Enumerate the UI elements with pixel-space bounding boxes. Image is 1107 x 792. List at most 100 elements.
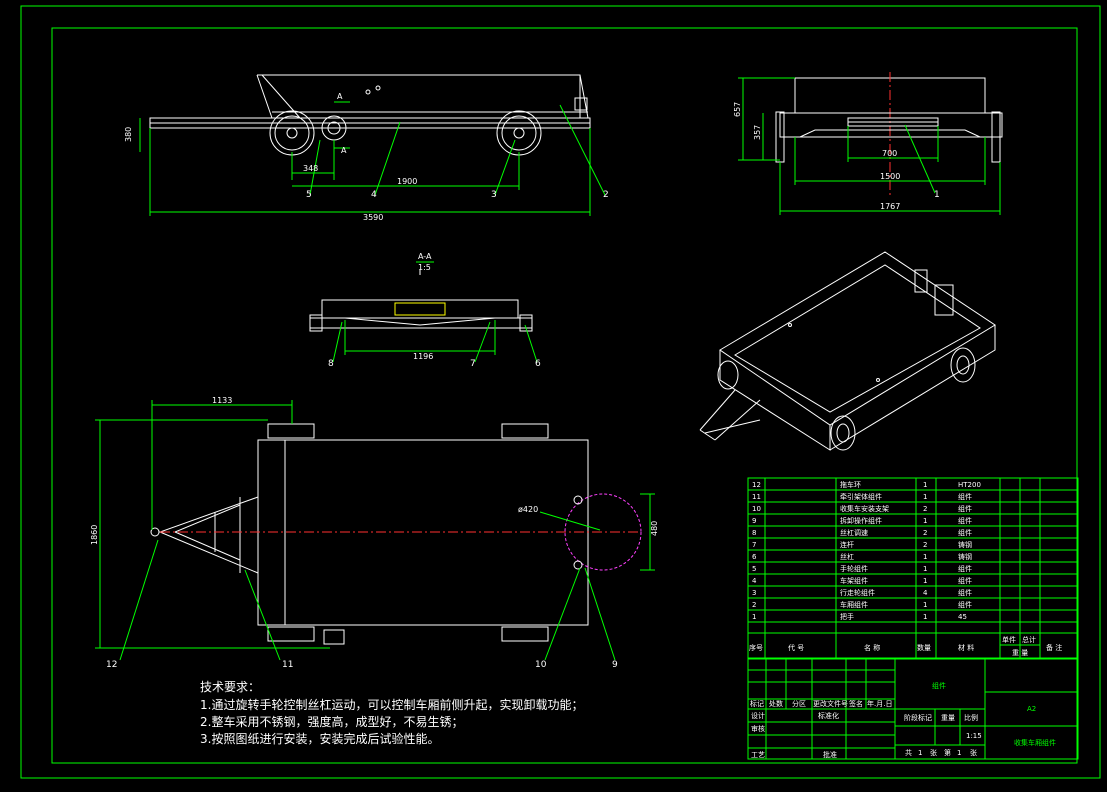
svg-text:2: 2: [923, 529, 927, 537]
svg-text:1: 1: [923, 553, 927, 561]
dim-1860: 1860: [90, 525, 99, 545]
bom-row-6: 6 丝杠 1 铸钢: [752, 552, 972, 561]
svg-text:序号: 序号: [749, 643, 763, 652]
svg-text:铸钢: 铸钢: [958, 552, 972, 561]
title-block: [747, 658, 1079, 760]
svg-text:1: 1: [923, 565, 927, 573]
svg-text:9: 9: [752, 517, 756, 525]
svg-text:组件: 组件: [958, 564, 972, 573]
svg-text:张: 张: [930, 748, 937, 757]
dim-1500: 1500: [880, 172, 900, 181]
svg-text:2: 2: [752, 601, 756, 609]
svg-text:标准化: 标准化: [818, 711, 839, 720]
bom-row-9: 9 拆卸操作组件 1 组件: [752, 516, 972, 525]
svg-text:张: 张: [970, 748, 977, 757]
svg-text:拖车环: 拖车环: [840, 480, 861, 489]
svg-text:阶段标记: 阶段标记: [904, 713, 932, 722]
svg-text:重 量: 重 量: [1012, 649, 1028, 657]
svg-text:3: 3: [752, 589, 756, 597]
bom-row-3: 3 行走轮组件 4 组件: [752, 588, 972, 597]
callout-3: 3: [491, 190, 497, 200]
svg-text:收集车安装支架: 收集车安装支架: [840, 504, 889, 513]
isometric-view: [699, 251, 996, 451]
stage-headers: 阶段标记 重量 比例: [904, 713, 978, 722]
section-mark-a-top: A: [337, 92, 343, 101]
svg-text:车架组件: 车架组件: [840, 576, 868, 585]
svg-text:行走轮组件: 行走轮组件: [840, 588, 875, 597]
sheet-info: 共 1 张 第 1 张: [905, 748, 977, 757]
svg-text:单件: 单件: [1002, 635, 1016, 644]
dim-700: 700: [882, 149, 897, 158]
svg-text:1: 1: [923, 577, 927, 585]
bom-row-2: 2 车厢组件 1 组件: [752, 600, 972, 609]
svg-text:1: 1: [923, 601, 927, 609]
callout-4: 4: [371, 190, 377, 200]
svg-text:2: 2: [923, 505, 927, 513]
svg-text:8: 8: [752, 529, 756, 537]
svg-text:批准: 批准: [823, 750, 837, 759]
dim-3590: 3590: [363, 213, 383, 222]
svg-text:拆卸操作组件: 拆卸操作组件: [840, 516, 882, 525]
callout-2: 2: [603, 190, 609, 200]
svg-text:车厢组件: 车厢组件: [840, 600, 868, 609]
svg-text:签名: 签名: [849, 699, 863, 708]
dim-357: 357: [753, 125, 762, 140]
svg-text:工艺: 工艺: [751, 751, 765, 759]
svg-text:4: 4: [923, 589, 928, 597]
svg-text:2: 2: [923, 541, 927, 549]
section-scale: 1:5: [418, 263, 431, 272]
svg-text:材 料: 材 料: [958, 643, 974, 652]
svg-text:组件: 组件: [958, 492, 972, 501]
svg-text:1: 1: [918, 749, 922, 757]
svg-text:设计: 设计: [751, 711, 765, 720]
bom-row-12: 12 拖车环 1 HT200: [752, 480, 981, 489]
assembly-label: 组件: [932, 681, 946, 690]
callout-7: 7: [470, 359, 476, 369]
svg-text:数量: 数量: [917, 643, 931, 652]
svg-text:手轮组件: 手轮组件: [840, 564, 868, 573]
svg-text:组件: 组件: [958, 516, 972, 525]
svg-text:1: 1: [923, 493, 927, 501]
dim-1133: 1133: [212, 396, 232, 405]
svg-text:比例: 比例: [964, 713, 978, 722]
svg-text:处数: 处数: [769, 699, 783, 708]
svg-text:5: 5: [752, 565, 756, 573]
tech-req-item-3: 3.按照图纸进行安装，安装完成后试验性能。: [200, 731, 439, 746]
svg-text:1: 1: [923, 613, 927, 621]
svg-text:7: 7: [752, 541, 756, 549]
dim-657: 657: [733, 102, 742, 117]
svg-text:备 注: 备 注: [1046, 643, 1062, 652]
svg-text:1: 1: [957, 749, 961, 757]
drawing-name: 收集车厢组件: [1014, 738, 1056, 747]
bom-row-10: 10 收集车安装支架 2 组件: [752, 504, 972, 513]
svg-text:12: 12: [752, 481, 761, 489]
sheet-size: A2: [1027, 705, 1036, 713]
bom-row-4: 4 车架组件 1 组件: [752, 576, 972, 585]
svg-text:把手: 把手: [840, 612, 854, 621]
svg-text:名 称: 名 称: [864, 643, 880, 652]
inner-frame: [51, 27, 1078, 764]
bom-header: 序号 代 号 名 称 数量 材 料 单件 总计 重 量 备 注: [749, 635, 1062, 657]
svg-text:45: 45: [958, 613, 967, 621]
svg-text:代 号: 代 号: [788, 643, 804, 652]
bom-table: [747, 477, 1079, 659]
section-view: [309, 261, 538, 363]
svg-text:10: 10: [752, 505, 761, 513]
bom-row-8: 8 丝杠调速 2 组件: [752, 528, 972, 537]
callout-11: 11: [282, 660, 293, 670]
bom-row-1: 1 把手 1 45: [752, 612, 967, 621]
section-title: A-A: [418, 252, 432, 261]
svg-text:组件: 组件: [958, 588, 972, 597]
dim-380: 380: [124, 127, 133, 142]
revision-headers: 标记 处数 分区 更改文件号 签名 年.月.日: [750, 699, 892, 708]
outer-frame: [20, 5, 1101, 779]
callout-9: 9: [612, 660, 618, 670]
callout-6: 6: [535, 359, 541, 369]
svg-text:组件: 组件: [958, 504, 972, 513]
side-view: [738, 72, 1003, 215]
svg-text:第: 第: [944, 748, 951, 757]
svg-text:更改文件号: 更改文件号: [813, 699, 848, 708]
bom-row-5: 5 手轮组件 1 组件: [752, 564, 972, 573]
svg-text:组件: 组件: [958, 528, 972, 537]
